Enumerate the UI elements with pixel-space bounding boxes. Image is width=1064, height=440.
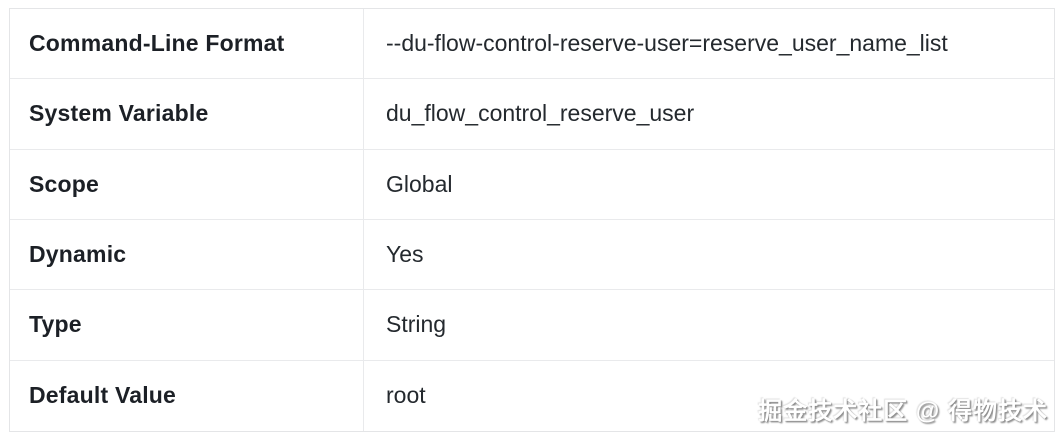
value-text: String <box>386 311 447 338</box>
row-label-dynamic: Dynamic <box>10 220 364 291</box>
system-variable-property-table: Command-Line Format --du-flow-control-re… <box>9 8 1055 432</box>
value-text: Yes <box>386 240 424 267</box>
row-label-system-variable: System Variable <box>10 79 364 150</box>
label-text: Command-Line Format <box>29 29 285 56</box>
value-text: --du-flow-control-reserve-user=reserve_u… <box>386 29 948 56</box>
label-text: Scope <box>29 170 100 197</box>
label-text: Default Value <box>29 382 177 409</box>
label-text: Dynamic <box>29 240 127 267</box>
label-text: Type <box>29 311 82 338</box>
row-value-type: String <box>364 290 1054 361</box>
value-text: root <box>386 382 426 409</box>
row-value-default-value: root <box>364 361 1054 431</box>
row-value-scope: Global <box>364 150 1054 220</box>
row-value-system-variable: du_flow_control_reserve_user <box>364 79 1054 150</box>
value-text: Global <box>386 170 453 197</box>
row-label-type: Type <box>10 290 364 361</box>
row-value-dynamic: Yes <box>364 220 1054 291</box>
row-value-command-line-format: --du-flow-control-reserve-user=reserve_u… <box>364 9 1054 80</box>
row-label-default-value: Default Value <box>10 360 364 431</box>
row-label-command-line-format: Command-Line Format <box>10 9 364 80</box>
row-label-scope: Scope <box>10 149 364 220</box>
label-text: System Variable <box>29 100 209 127</box>
value-text: du_flow_control_reserve_user <box>386 100 695 127</box>
